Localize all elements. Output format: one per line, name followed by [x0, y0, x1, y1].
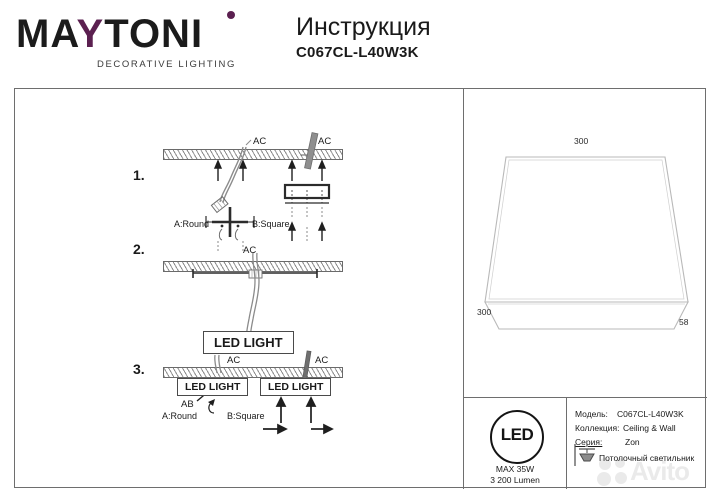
logo-wordmark-part2: TONI	[104, 12, 204, 56]
product-vector-layer	[484, 156, 689, 330]
title-block: Инструкция C067CL-L40W3K	[296, 13, 431, 62]
step-3-mount-a-label: A:Round	[162, 411, 198, 421]
step-1-number: 1.	[133, 167, 145, 183]
ceiling-lamp-icon	[574, 444, 595, 466]
step-3-mount-b-label: B:Square	[227, 411, 265, 421]
step-2-number: 2.	[133, 241, 145, 257]
step-2-ab-label: AB	[181, 399, 194, 410]
step-1-ac-label-left: AC	[253, 136, 267, 147]
step-1-mount-a-label: A:Round	[174, 219, 210, 229]
spec-series-key: Серия:	[575, 437, 603, 447]
product-dim-left: 300	[477, 307, 492, 317]
avito-logo-icon	[597, 458, 627, 486]
spec-model-value: C067CL-L40W3K	[617, 409, 684, 419]
logo-wordmark-accent: Y	[76, 12, 105, 56]
step-1-ceiling-surface	[163, 149, 343, 160]
spec-collection-key: Коллекция:	[575, 423, 620, 433]
spec-series-value: Zon	[625, 437, 640, 447]
step-3-led-light-box-right: LED LIGHT	[260, 378, 332, 396]
spec-row-series: Серия: Zon	[575, 437, 640, 447]
document-model-code: C067CL-L40W3K	[296, 44, 419, 61]
document-header: MAYTONI DECORATIVE LIGHTING Инструкция C…	[0, 0, 720, 88]
avito-watermark-text: Avito	[630, 456, 690, 486]
spec-collection-value: Ceiling & Wall	[623, 423, 676, 433]
led-max-power: MAX 35W	[495, 464, 535, 474]
step-1-mount-b-label: B:Square	[252, 219, 290, 229]
step-3-ac-label-right: AC	[315, 355, 329, 366]
spec-row-collection: Коллекция:Ceiling & Wall	[575, 423, 676, 433]
spec-row-type: Потолочный светильник	[599, 453, 694, 463]
step-2-ceiling-surface	[163, 261, 343, 272]
product-dim-top: 300	[574, 136, 589, 146]
step-1-ac-label-right: AC	[318, 136, 332, 147]
product-dim-depth: 58	[679, 317, 689, 327]
instruction-frame: 1.	[14, 88, 707, 489]
step-3-ac-label-left: AC	[227, 355, 241, 366]
led-mark-text: LED	[500, 425, 534, 444]
spec-model-key: Модель:	[575, 409, 608, 419]
avito-watermark: Avito	[596, 452, 720, 492]
logo-dot-icon	[227, 11, 235, 19]
logo-wordmark-part1: MA	[16, 12, 77, 56]
step-2-ac-label: AC	[243, 245, 257, 256]
spec-type-value: Потолочный светильник	[599, 453, 695, 463]
frame-info-divider	[566, 397, 567, 489]
document-title: Инструкция	[296, 13, 431, 41]
product-dimension-drawing: 300 300 58	[464, 89, 707, 397]
led-circle-icon: LED	[490, 410, 544, 464]
product-spec-panel: Модель: C067CL-L40W3K Коллекция:Ceiling &…	[567, 398, 707, 489]
logo-wordmark: MAYTONI	[16, 11, 238, 56]
frame-vertical-divider	[463, 89, 464, 489]
step-3-ceiling-surface	[163, 367, 343, 378]
step-3-number: 3.	[133, 361, 145, 377]
step-3-led-light-box-left: LED LIGHT	[177, 378, 249, 396]
led-badge-panel: LED MAX 35W 3 200 Lumen	[464, 398, 566, 489]
logo-tagline: DECORATIVE LIGHTING	[97, 59, 236, 70]
step-2-led-light-box: LED LIGHT	[203, 331, 294, 354]
spec-row-model: Модель: C067CL-L40W3K	[575, 409, 684, 419]
maytoni-logo: MAYTONI DECORATIVE LIGHTING	[16, 11, 238, 70]
led-lumen: 3 200 Lumen	[490, 475, 540, 485]
frame-horizontal-divider	[463, 397, 707, 398]
